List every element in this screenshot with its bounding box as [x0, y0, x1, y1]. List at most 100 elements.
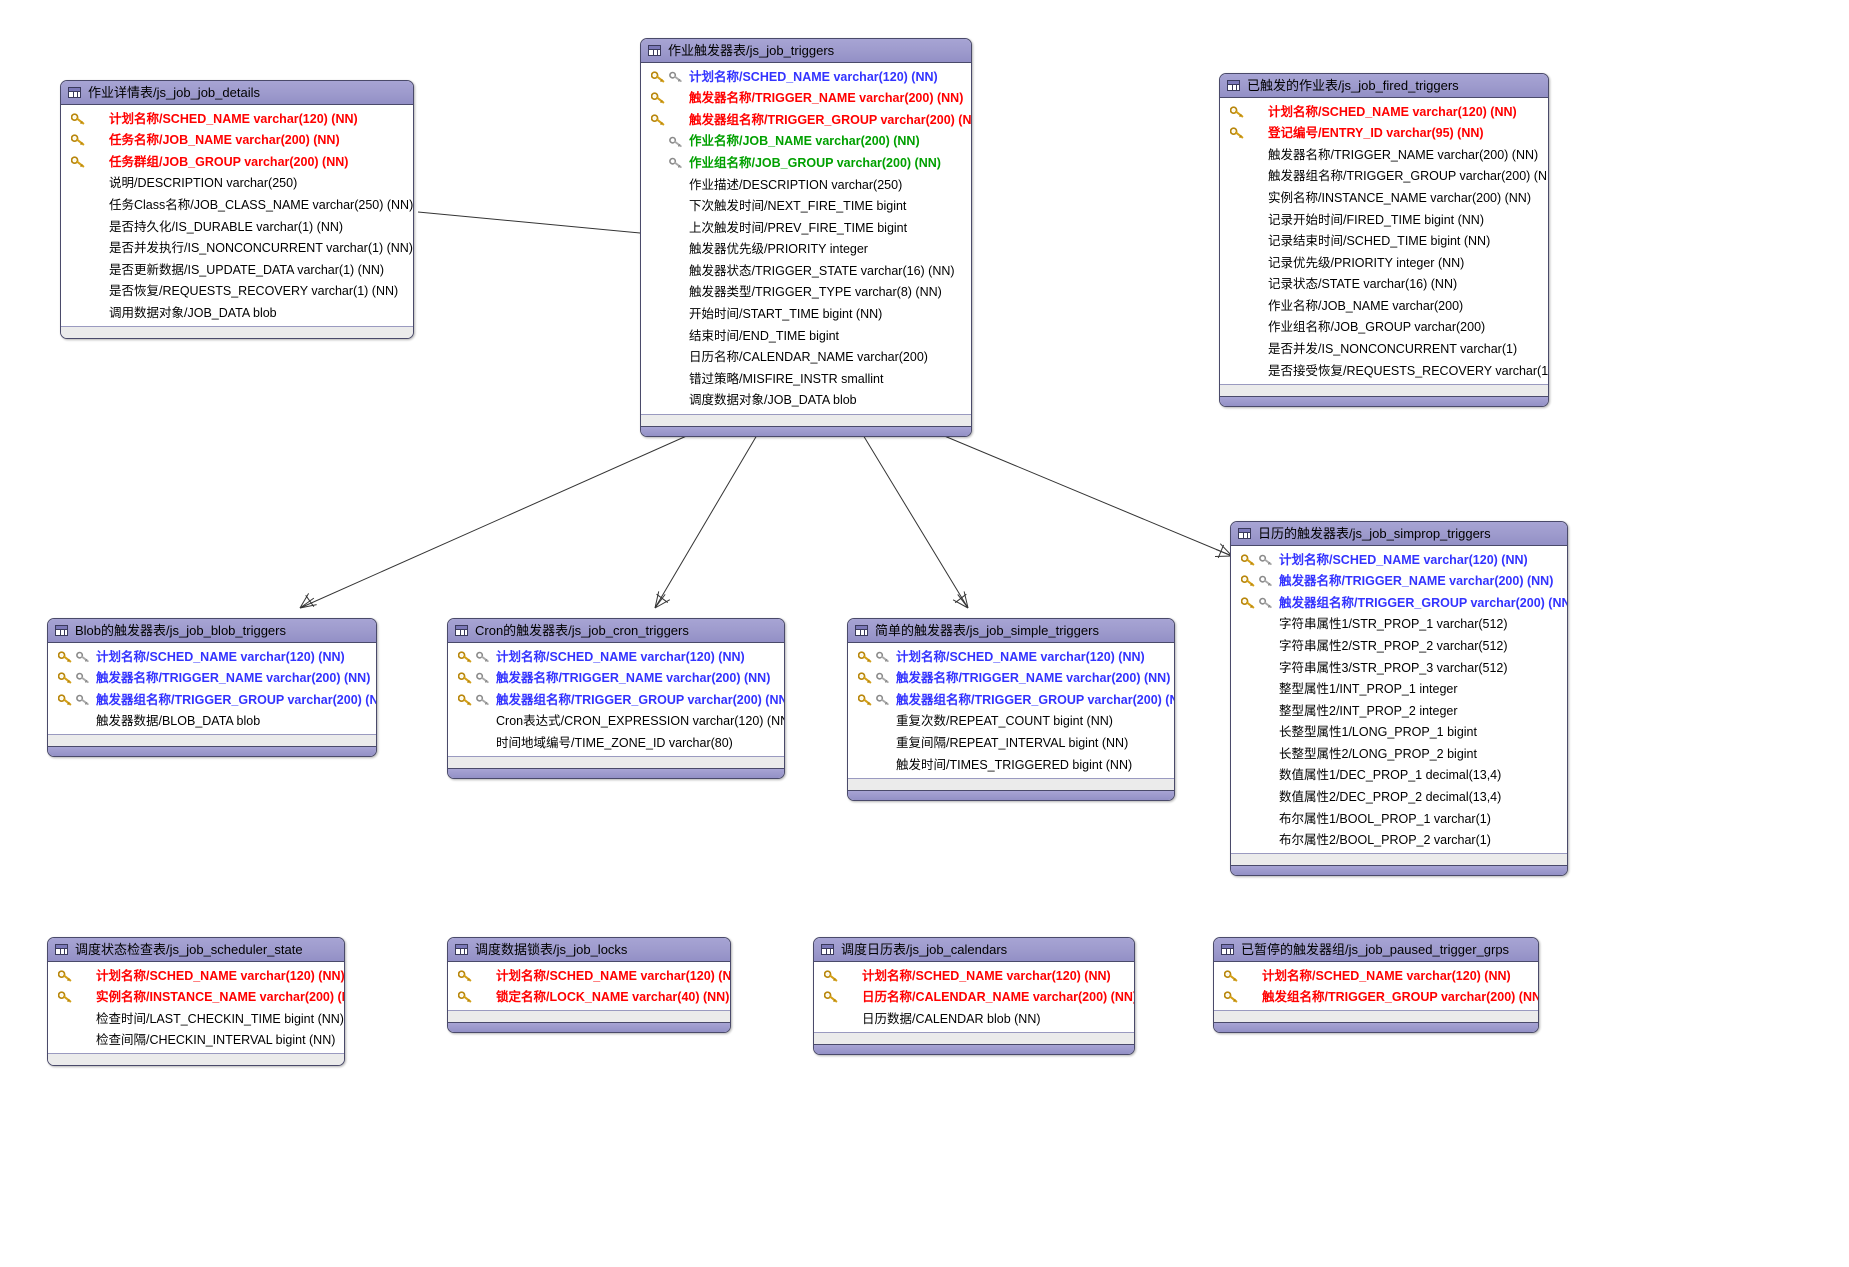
attribute-row[interactable]: 任务Class名称/JOB_CLASS_NAME varchar(250) (N… — [61, 194, 413, 216]
attribute-row[interactable]: 检查时间/LAST_CHECKIN_TIME bigint (NN) — [48, 1008, 344, 1030]
entity-header-calendars[interactable]: 调度日历表/js_job_calendars — [814, 938, 1134, 962]
attribute-row[interactable]: 时间地域编号/TIME_ZONE_ID varchar(80) — [448, 732, 784, 754]
attribute-row[interactable]: 下次触发时间/NEXT_FIRE_TIME bigint — [641, 196, 971, 218]
attribute-row[interactable]: 触发器类型/TRIGGER_TYPE varchar(8) (NN) — [641, 282, 971, 304]
attribute-row[interactable]: 计划名称/SCHED_NAME varchar(120) (NN) — [1231, 549, 1567, 571]
attribute-row[interactable]: 作业名称/JOB_NAME varchar(200) — [1220, 295, 1548, 317]
attribute-row[interactable]: 布尔属性1/BOOL_PROP_1 varchar(1) — [1231, 808, 1567, 830]
attribute-row[interactable]: 计划名称/SCHED_NAME varchar(120) (NN) — [1214, 965, 1538, 987]
attribute-row[interactable]: 作业组名称/JOB_GROUP varchar(200) — [1220, 317, 1548, 339]
attribute-row[interactable]: 布尔属性2/BOOL_PROP_2 varchar(1) — [1231, 830, 1567, 852]
attribute-row[interactable]: 任务名称/JOB_NAME varchar(200) (NN) — [61, 130, 413, 152]
attribute-row[interactable]: 计划名称/SCHED_NAME varchar(120) (NN) — [814, 965, 1134, 987]
entity-paused_trigger_grps[interactable]: 已暂停的触发器组/js_job_paused_trigger_grps 计划名称/… — [1213, 937, 1539, 1034]
attribute-row[interactable]: 调用数据对象/JOB_DATA blob — [61, 302, 413, 324]
attribute-row[interactable]: 调度数据对象/JOB_DATA blob — [641, 390, 971, 412]
attribute-row[interactable]: 记录状态/STATE varchar(16) (NN) — [1220, 274, 1548, 296]
attribute-row[interactable]: 触发器组名称/TRIGGER_GROUP varchar(200) (NN) — [1220, 166, 1548, 188]
attribute-row[interactable]: 重复间隔/REPEAT_INTERVAL bigint (NN) — [848, 732, 1174, 754]
entity-header-locks[interactable]: 调度数据锁表/js_job_locks — [448, 938, 730, 962]
attribute-row[interactable]: 计划名称/SCHED_NAME varchar(120) (NN) — [848, 646, 1174, 668]
attribute-row[interactable]: 数值属性2/DEC_PROP_2 decimal(13,4) — [1231, 787, 1567, 809]
attribute-row[interactable]: 是否更新数据/IS_UPDATE_DATA varchar(1) (NN) — [61, 259, 413, 281]
attribute-row[interactable]: 记录开始时间/FIRED_TIME bigint (NN) — [1220, 209, 1548, 231]
attribute-row[interactable]: 触发器名称/TRIGGER_NAME varchar(200) (NN) — [1231, 571, 1567, 593]
attribute-row[interactable]: 触发器状态/TRIGGER_STATE varchar(16) (NN) — [641, 260, 971, 282]
attribute-row[interactable]: 触发器名称/TRIGGER_NAME varchar(200) (NN) — [848, 668, 1174, 690]
entity-cron_triggers[interactable]: Cron的触发器表/js_job_cron_triggers 计划名称/SCHED… — [447, 618, 785, 779]
attribute-row[interactable]: 计划名称/SCHED_NAME varchar(120) (NN) — [448, 965, 730, 987]
entity-simple_triggers[interactable]: 简单的触发器表/js_job_simple_triggers 计划名称/SCHED… — [847, 618, 1175, 801]
attribute-row[interactable]: 结束时间/END_TIME bigint — [641, 325, 971, 347]
attribute-row[interactable]: 作业组名称/JOB_GROUP varchar(200) (NN) — [641, 152, 971, 174]
entity-header-simprop_triggers[interactable]: 日历的触发器表/js_job_simprop_triggers — [1231, 522, 1567, 546]
entity-header-simple_triggers[interactable]: 简单的触发器表/js_job_simple_triggers — [848, 619, 1174, 643]
attribute-row[interactable]: 日历名称/CALENDAR_NAME varchar(200) — [641, 347, 971, 369]
attribute-row[interactable]: 是否接受恢复/REQUESTS_RECOVERY varchar(1) — [1220, 360, 1548, 382]
attribute-row[interactable]: 日历名称/CALENDAR_NAME varchar(200) (NN) — [814, 987, 1134, 1009]
attribute-row[interactable]: 计划名称/SCHED_NAME varchar(120) (NN) — [448, 646, 784, 668]
attribute-row[interactable]: 触发器名称/TRIGGER_NAME varchar(200) (NN) — [641, 88, 971, 110]
attribute-row[interactable]: 触发器优先级/PRIORITY integer — [641, 239, 971, 261]
entity-header-scheduler_state[interactable]: 调度状态检查表/js_job_scheduler_state — [48, 938, 344, 962]
attribute-row[interactable]: 触发时间/TIMES_TRIGGERED bigint (NN) — [848, 754, 1174, 776]
attribute-row[interactable]: 实例名称/INSTANCE_NAME varchar(200) (NN) — [1220, 187, 1548, 209]
entity-job_details[interactable]: 作业详情表/js_job_job_details 计划名称/SCHED_NAME … — [60, 80, 414, 339]
entity-simprop_triggers[interactable]: 日历的触发器表/js_job_simprop_triggers 计划名称/SCHE… — [1230, 521, 1568, 877]
attribute-row[interactable]: 错过策略/MISFIRE_INSTR smallint — [641, 368, 971, 390]
attribute-row[interactable]: 作业描述/DESCRIPTION varchar(250) — [641, 174, 971, 196]
entity-blob_triggers[interactable]: Blob的触发器表/js_job_blob_triggers 计划名称/SCHED… — [47, 618, 377, 758]
attribute-row[interactable]: 开始时间/START_TIME bigint (NN) — [641, 304, 971, 326]
attribute-row[interactable]: 触发器组名称/TRIGGER_GROUP varchar(200) (NN) — [48, 689, 376, 711]
entity-calendars[interactable]: 调度日历表/js_job_calendars 计划名称/SCHED_NAME va… — [813, 937, 1135, 1055]
attribute-row[interactable]: 触发器数据/BLOB_DATA blob — [48, 711, 376, 733]
attribute-row[interactable]: 日历数据/CALENDAR blob (NN) — [814, 1008, 1134, 1030]
attribute-row[interactable]: 字符串属性2/STR_PROP_2 varchar(512) — [1231, 635, 1567, 657]
attribute-row[interactable]: 检查间隔/CHECKIN_INTERVAL bigint (NN) — [48, 1030, 344, 1052]
attribute-row[interactable]: 记录结束时间/SCHED_TIME bigint (NN) — [1220, 231, 1548, 253]
attribute-row[interactable]: 字符串属性3/STR_PROP_3 varchar(512) — [1231, 657, 1567, 679]
attribute-row[interactable]: 整型属性2/INT_PROP_2 integer — [1231, 700, 1567, 722]
attribute-row[interactable]: 长整型属性1/LONG_PROP_1 bigint — [1231, 722, 1567, 744]
attribute-row[interactable]: 触发组名称/TRIGGER_GROUP varchar(200) (NN) — [1214, 987, 1538, 1009]
attribute-row[interactable]: 计划名称/SCHED_NAME varchar(120) (NN) — [1220, 101, 1548, 123]
attribute-row[interactable]: 是否恢复/REQUESTS_RECOVERY varchar(1) (NN) — [61, 281, 413, 303]
attribute-row[interactable]: 数值属性1/DEC_PROP_1 decimal(13,4) — [1231, 765, 1567, 787]
attribute-row[interactable]: 字符串属性1/STR_PROP_1 varchar(512) — [1231, 614, 1567, 636]
entity-header-triggers[interactable]: 作业触发器表/js_job_triggers — [641, 39, 971, 63]
attribute-row[interactable]: 实例名称/INSTANCE_NAME varchar(200) (NN) — [48, 987, 344, 1009]
entity-header-paused_trigger_grps[interactable]: 已暂停的触发器组/js_job_paused_trigger_grps — [1214, 938, 1538, 962]
attribute-row[interactable]: 记录优先级/PRIORITY integer (NN) — [1220, 252, 1548, 274]
attribute-row[interactable]: 触发器名称/TRIGGER_NAME varchar(200) (NN) — [1220, 144, 1548, 166]
attribute-row[interactable]: 作业名称/JOB_NAME varchar(200) (NN) — [641, 131, 971, 153]
entity-fired_triggers[interactable]: 已触发的作业表/js_job_fired_triggers 计划名称/SCHED_… — [1219, 73, 1549, 407]
attribute-row[interactable]: 计划名称/SCHED_NAME varchar(120) (NN) — [61, 108, 413, 130]
attribute-row[interactable]: 计划名称/SCHED_NAME varchar(120) (NN) — [48, 646, 376, 668]
attribute-row[interactable]: 触发器组名称/TRIGGER_GROUP varchar(200) (NN) — [1231, 592, 1567, 614]
attribute-row[interactable]: 触发器名称/TRIGGER_NAME varchar(200) (NN) — [448, 668, 784, 690]
entity-locks[interactable]: 调度数据锁表/js_job_locks 计划名称/SCHED_NAME varch… — [447, 937, 731, 1034]
attribute-row[interactable]: 重复次数/REPEAT_COUNT bigint (NN) — [848, 711, 1174, 733]
entity-header-fired_triggers[interactable]: 已触发的作业表/js_job_fired_triggers — [1220, 74, 1548, 98]
entity-header-job_details[interactable]: 作业详情表/js_job_job_details — [61, 81, 413, 105]
attribute-row[interactable]: Cron表达式/CRON_EXPRESSION varchar(120) (NN… — [448, 711, 784, 733]
attribute-row[interactable]: 是否并发/IS_NONCONCURRENT varchar(1) — [1220, 339, 1548, 361]
entity-header-cron_triggers[interactable]: Cron的触发器表/js_job_cron_triggers — [448, 619, 784, 643]
attribute-row[interactable]: 触发器名称/TRIGGER_NAME varchar(200) (NN) — [48, 668, 376, 690]
attribute-row[interactable]: 是否并发执行/IS_NONCONCURRENT varchar(1) (NN) — [61, 238, 413, 260]
entity-triggers[interactable]: 作业触发器表/js_job_triggers 计划名称/SCHED_NAME va… — [640, 38, 972, 437]
entity-header-blob_triggers[interactable]: Blob的触发器表/js_job_blob_triggers — [48, 619, 376, 643]
attribute-row[interactable]: 说明/DESCRIPTION varchar(250) — [61, 173, 413, 195]
attribute-row[interactable]: 任务群组/JOB_GROUP varchar(200) (NN) — [61, 151, 413, 173]
attribute-row[interactable]: 登记编号/ENTRY_ID varchar(95) (NN) — [1220, 123, 1548, 145]
attribute-row[interactable]: 上次触发时间/PREV_FIRE_TIME bigint — [641, 217, 971, 239]
attribute-row[interactable]: 触发器组名称/TRIGGER_GROUP varchar(200) (NN) — [848, 689, 1174, 711]
attribute-row[interactable]: 长整型属性2/LONG_PROP_2 bigint — [1231, 743, 1567, 765]
attribute-row[interactable]: 整型属性1/INT_PROP_1 integer — [1231, 679, 1567, 701]
attribute-row[interactable]: 触发器组名称/TRIGGER_GROUP varchar(200) (NN) — [448, 689, 784, 711]
attribute-row[interactable]: 触发器组名称/TRIGGER_GROUP varchar(200) (NN) — [641, 109, 971, 131]
attribute-row[interactable]: 锁定名称/LOCK_NAME varchar(40) (NN) — [448, 987, 730, 1009]
attribute-row[interactable]: 计划名称/SCHED_NAME varchar(120) (NN) — [641, 66, 971, 88]
attribute-row[interactable]: 是否持久化/IS_DURABLE varchar(1) (NN) — [61, 216, 413, 238]
